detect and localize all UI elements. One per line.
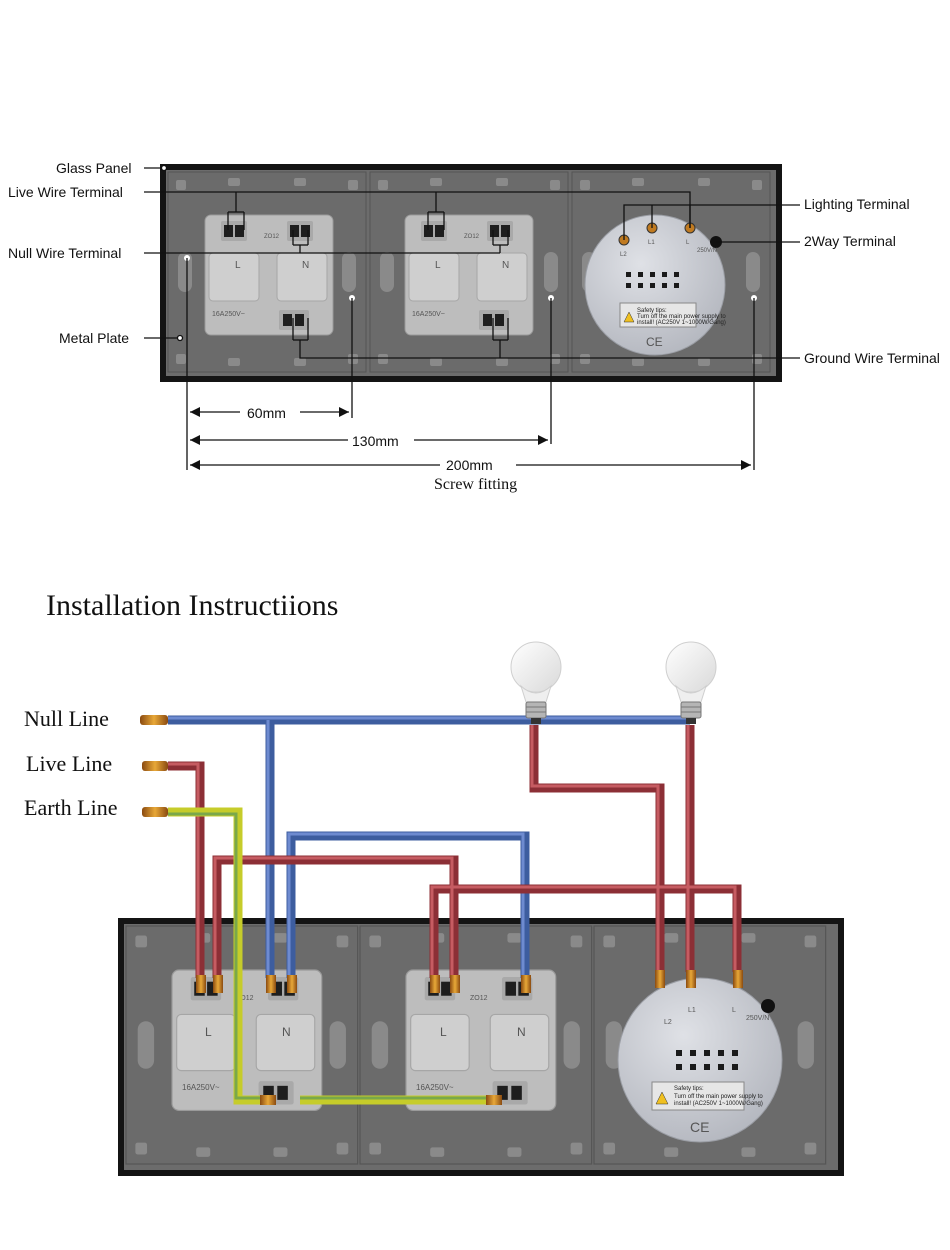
top-warning-icon xyxy=(623,311,635,323)
bottom-safety-title: Safety tips: xyxy=(674,1086,704,1092)
top-socket2-rating: 16A250V~ xyxy=(412,311,445,318)
bottom-socket2-n: N xyxy=(517,1025,526,1039)
label-lighting-terminal: Lighting Terminal xyxy=(804,196,910,212)
light-bulb-1 xyxy=(510,641,562,724)
label-earth-line: Earth Line xyxy=(24,795,117,820)
bottom-socket2-rating: 16A250V~ xyxy=(416,1083,454,1092)
bottom-switch-disc xyxy=(617,977,783,1143)
bottom-socket2-l: L xyxy=(440,1025,447,1039)
bottom-warning-icon xyxy=(655,1091,669,1105)
bottom-ce-mark: CE xyxy=(690,1119,709,1135)
dimension-60mm: 60mm xyxy=(247,405,286,421)
label-glass-panel: Glass Panel xyxy=(56,160,131,176)
label-live-line: Live Line xyxy=(26,751,112,776)
top-socket2-l: L xyxy=(435,260,441,271)
bottom-socket1-n: N xyxy=(282,1025,291,1039)
top-socket2-n: N xyxy=(502,260,509,271)
label-live-wire-terminal: Live Wire Terminal xyxy=(8,184,123,200)
top-socket2-model: ZO12 xyxy=(464,234,480,240)
section-title: Installation Instructiions xyxy=(46,589,338,622)
top-socket1-n: N xyxy=(302,260,309,271)
live-wire-socket1-to-socket2 xyxy=(212,855,459,978)
live-wire-to-socket1 xyxy=(168,761,205,978)
dimension-arrowheads xyxy=(190,407,751,470)
top-socket1-l: L xyxy=(235,260,241,271)
null-wire-socket1-to-socket2 xyxy=(286,831,530,978)
top-switch-l: L xyxy=(686,240,690,246)
top-switch-l1: L1 xyxy=(648,240,655,246)
label-2way-terminal: 2Way Terminal xyxy=(804,233,896,249)
copper-terminals xyxy=(140,715,743,1105)
top-socket1-rating: 16A250V~ xyxy=(212,311,245,318)
top-panel: L N L N ZO12 ZO12 16A250V~ 16A250V~ Safe… xyxy=(160,164,782,382)
bottom-switch-l2: L2 xyxy=(664,1019,672,1026)
label-ground-wire-terminal: Ground Wire Terminal xyxy=(804,350,940,366)
earth-wire-main xyxy=(168,807,268,1105)
bottom-wires xyxy=(168,715,742,1105)
bottom-socket1-model: ZO12 xyxy=(236,995,254,1002)
top-safety-line1: Turn off the main power supply to xyxy=(637,314,726,320)
bottom-two-way-hole xyxy=(761,999,775,1013)
bottom-switch-l1: L1 xyxy=(688,1007,696,1014)
dimension-screw-fitting: Screw fitting xyxy=(434,476,517,493)
bottom-socket1-l: L xyxy=(205,1025,212,1039)
bottom-switch-rating: 250V/N xyxy=(746,1015,769,1022)
top-socket1-model: ZO12 xyxy=(264,234,280,240)
top-leader-lines xyxy=(144,164,800,470)
light-bulb-2 xyxy=(665,641,717,724)
bottom-safety-line2: install! (AC250V 1~1000W/Gang) xyxy=(674,1101,763,1107)
bottom-socket1-rating: 16A250V~ xyxy=(182,1083,220,1092)
bottom-switch-l: L xyxy=(732,1007,736,1014)
bottom-socket2-model: ZO12 xyxy=(470,995,488,1002)
bottom-safety-line1: Turn off the main power supply to xyxy=(674,1094,763,1100)
top-switch-rating: 250V/N xyxy=(697,248,717,254)
live-wire-socket2-to-switch xyxy=(429,884,742,978)
top-ce-mark: CE xyxy=(646,335,663,349)
top-safety-line2: install! (AC250V 1~1000W/Gang) xyxy=(637,320,726,326)
top-switch-l2: L2 xyxy=(620,252,627,258)
switch-l2-to-bulb1 xyxy=(529,725,665,972)
label-null-line: Null Line xyxy=(24,706,109,731)
dimension-200mm: 200mm xyxy=(446,457,493,473)
label-null-wire-terminal: Null Wire Terminal xyxy=(8,245,121,261)
top-safety-title: Safety tips: xyxy=(637,308,667,314)
dimension-130mm: 130mm xyxy=(352,433,399,449)
label-metal-plate: Metal Plate xyxy=(59,330,129,346)
